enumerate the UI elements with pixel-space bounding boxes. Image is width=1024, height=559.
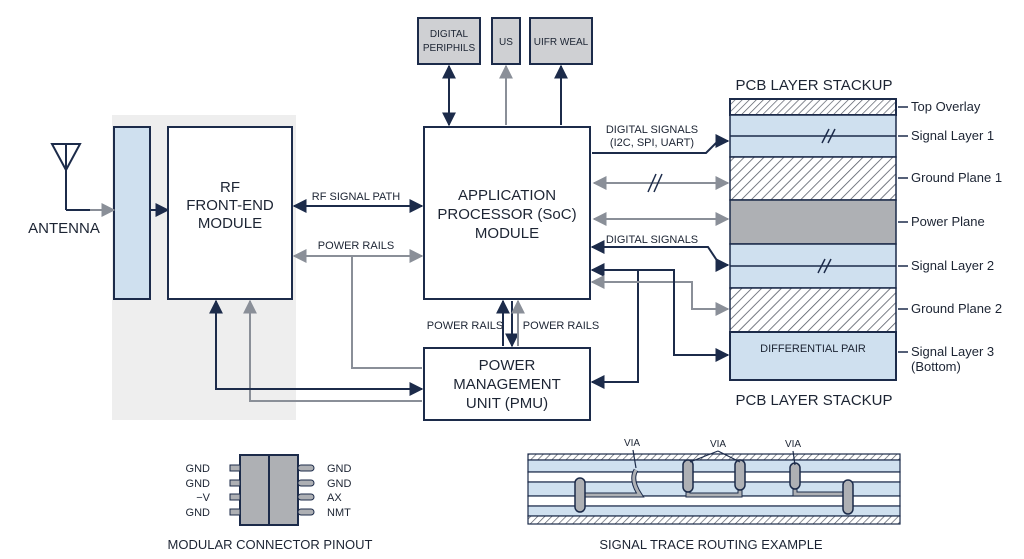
pmu-line-1: POWER [479,357,536,374]
pin-left-label-2: GND [186,478,211,490]
layer-label-power-plane: Power Plane [911,214,985,229]
ground-plane-2-arrow [590,275,730,316]
connector-pinout [229,454,315,526]
pin-right-4 [297,508,315,516]
layer-label-signal-1: Signal Layer 1 [911,128,994,143]
digital-signals-2-arrow [590,240,730,272]
pin-left-label-1: GND [186,463,211,475]
soc-module: APPLICATION PROCESSOR (SoC) MODULE [423,126,591,300]
pmu-rf-navy-arrow [209,299,424,396]
pin-right-label-2: GND [327,478,352,490]
pin-right-label-3: AX [327,492,342,504]
digital-signals-1-arrow [592,134,730,154]
pmu-module: POWER MANAGEMENT UNIT (PMU) [423,347,591,421]
us-label: US [499,37,513,48]
stackup-title-bottom: PCB LAYER STACKUP [736,392,893,409]
digital-signals-1-label-a: DIGITAL SIGNALS [606,124,698,136]
via-2 [682,459,694,493]
pin-left-3 [229,493,241,501]
rf-module-line-2: FRONT-END [186,197,274,214]
trace-routing-board [527,449,901,525]
rf-module-line-1: RF [220,179,240,196]
digital-signals-2-label: DIGITAL SIGNALS [606,234,698,246]
layer-label-ground-1: Ground Plane 1 [911,170,1002,185]
differential-pair-arrow [592,269,730,362]
layer-label-ground-2: Ground Plane 2 [911,301,1002,316]
rf-front-end-module: RF FRONT-END MODULE [167,126,293,300]
rf-signal-path-label: RF SIGNAL PATH [312,191,400,203]
pmu-line-2: MANAGEMENT [453,376,561,393]
layer-label-signal-3-bottom: (Bottom) [911,359,961,374]
pin-left-label-4: GND [186,507,211,519]
soc-module-line-2: PROCESSOR (SoC) [437,206,576,223]
pin-right-1 [297,464,315,472]
antenna-filter-bar [113,126,151,300]
pin-left-1 [229,464,241,472]
digital-signals-1-label-b: (I2C, SPI, UART) [610,137,694,149]
layer-signal-3 [729,331,897,381]
power-rails-top-label: POWER RAILS [318,240,394,252]
digital-periphils-label-2: PERIPHILS [423,43,476,54]
routing-caption: SIGNAL TRACE ROUTING EXAMPLE [599,537,823,552]
uifr-weal-box: UIFR WEAL [529,17,593,65]
via-4 [789,462,801,490]
antenna-label: ANTENNA [28,220,100,237]
rf-module-line-3: MODULE [198,215,262,232]
differential-pair-label: DIFFERENTIAL PAIR [760,343,866,355]
break-mark-1a [647,173,657,193]
break-mark-1b [653,173,663,193]
layer-top-overlay [729,98,897,116]
layer-power-plane [729,199,897,245]
uifr-weal-label: UIFR WEAL [534,37,589,48]
power-rails-left-label: POWER RAILS [427,320,503,332]
power-rails-right-label: POWER RAILS [523,320,599,332]
pmu-rf-power-line [351,256,422,369]
pin-left-4 [229,508,241,516]
layer-ground-1 [729,156,897,201]
pin-right-3 [297,493,315,501]
pin-right-2 [297,479,315,487]
digital-periphils-box: DIGITAL PERIPHILS [417,17,481,65]
via-1 [574,477,586,513]
via-label-3: VIA [785,439,801,450]
us-box: US [491,17,521,65]
stackup-title-top: PCB LAYER STACKUP [736,77,893,94]
antenna-icon [50,143,90,211]
via-5 [842,479,854,515]
layer-ground-2 [729,287,897,333]
via-label-1: VIA [624,438,640,449]
pmu-line-3: UNIT (PMU) [466,395,548,412]
connector-caption: MODULAR CONNECTOR PINOUT [168,537,373,552]
soc-module-line-1: APPLICATION [458,187,556,204]
via-label-2: VIA [710,439,726,450]
layer-label-signal-3: Signal Layer 3 [911,344,994,359]
via-3 [734,459,746,491]
digital-periphils-label-1: DIGITAL [430,29,469,40]
pin-left-label-3: −V [196,492,210,504]
pin-right-label-1: GND [327,463,352,475]
layer-label-top-overlay: Top Overlay [911,99,981,114]
pin-right-label-4: NMT [327,507,351,519]
soc-module-line-3: MODULE [475,225,539,242]
pcb-stackup: DIFFERENTIAL PAIR [729,98,897,381]
layer-label-signal-2: Signal Layer 2 [911,258,994,273]
pin-left-2 [229,479,241,487]
